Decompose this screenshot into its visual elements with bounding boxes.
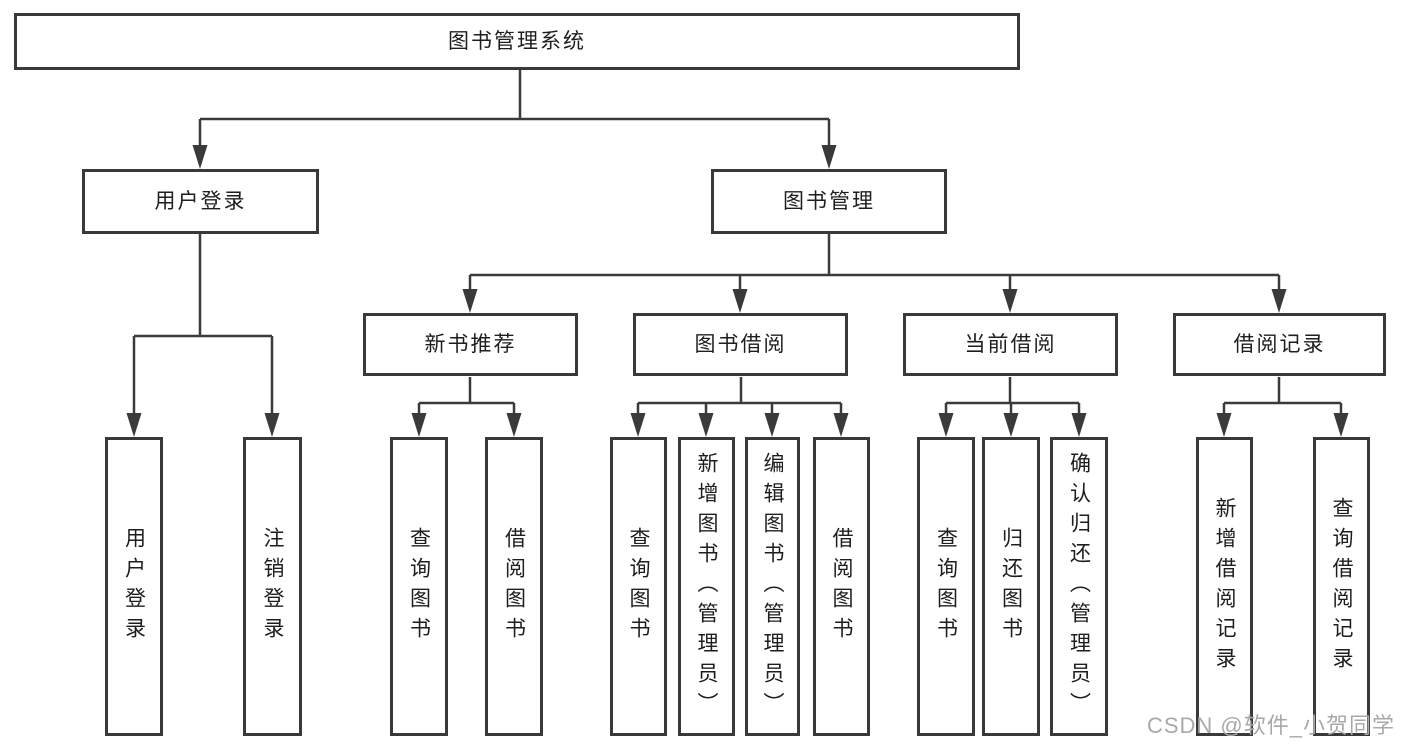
connector-new-book-recommend-to-leaves <box>411 377 522 437</box>
connector-borrowing-records-to-leaves <box>1216 377 1349 437</box>
node-user-login: 用户登录 <box>82 169 319 234</box>
leaf-add-book-admin: 新增图书（管理员） <box>678 437 735 736</box>
leaf-user-login: 用户登录 <box>105 437 163 736</box>
leaf-edit-book-admin: 编辑图书（管理员） <box>745 437 800 736</box>
leaf-confirm-return-admin: 确认归还（管理员） <box>1050 437 1108 736</box>
csdn-watermark: CSDN @软件_小贺同学 <box>1146 713 1395 738</box>
connector-user-login-to-leaves <box>126 234 280 437</box>
leaf-query-books-borrowing: 查询图书 <box>610 437 667 736</box>
leaf-borrow-books-recommend: 借阅图书 <box>485 437 543 736</box>
leaf-query-borrow-record: 查询借阅记录 <box>1313 437 1370 736</box>
node-new-book-recommend: 新书推荐 <box>363 313 578 376</box>
node-borrowing-records: 借阅记录 <box>1173 313 1386 376</box>
connector-current-borrowing-to-leaves <box>938 377 1087 437</box>
node-book-borrowing: 图书借阅 <box>633 313 848 376</box>
leaf-add-borrow-record: 新增借阅记录 <box>1196 437 1253 736</box>
leaf-query-books-current: 查询图书 <box>917 437 975 736</box>
leaf-logout: 注销登录 <box>243 437 302 736</box>
node-current-borrowing: 当前借阅 <box>903 313 1118 376</box>
node-book-management: 图书管理 <box>711 169 947 234</box>
leaf-return-books: 归还图书 <box>982 437 1040 736</box>
connector-book-management-to-level2 <box>462 234 1287 313</box>
leaf-borrow-books-borrowing: 借阅图书 <box>813 437 870 736</box>
node-root-library-management-system: 图书管理系统 <box>14 13 1020 70</box>
connector-root-to-level1 <box>192 70 837 169</box>
leaf-query-books-recommend: 查询图书 <box>390 437 448 736</box>
connector-book-borrowing-to-leaves <box>630 377 849 437</box>
